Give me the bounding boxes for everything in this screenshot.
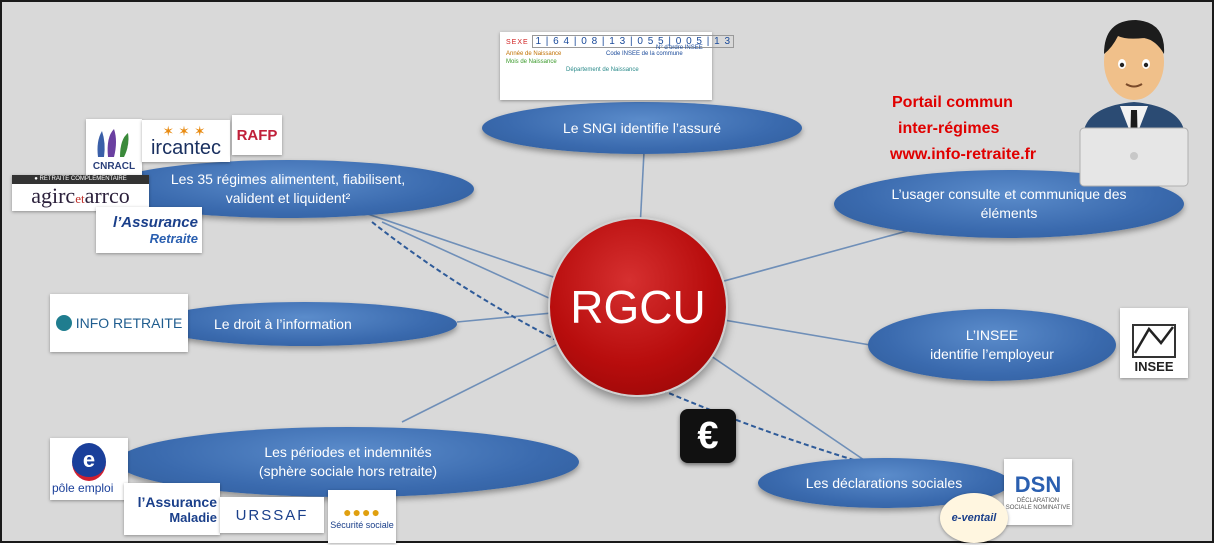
hub-rgcu: RGCU: [548, 217, 728, 397]
nir-legend-month: Mois de Naissance: [506, 59, 557, 65]
logo-agirc-banner: ● RETRAITE COMPLÉMENTAIRE: [12, 175, 149, 184]
logo-securite-sociale-label: Sécurité sociale: [330, 519, 394, 530]
pole-emploi-e-icon: e: [72, 443, 106, 481]
logo-info-retraite-label: INFO RETRAITE: [75, 315, 183, 331]
node-sngi-label: Le SNGI identifie l’assuré: [563, 119, 721, 136]
node-droit: Le droit à l’information: [152, 302, 457, 346]
node-usager-label-1: L’usager consulte et communique des: [891, 186, 1127, 203]
logo-ircantec: ✶✶✶ ircantec: [142, 120, 230, 162]
logo-dsn-label: DSN: [1014, 472, 1062, 497]
node-periodes: Les périodes et indemnités (sphère socia…: [117, 427, 579, 497]
cnracl-figures-icon: [97, 128, 129, 157]
logo-assurance-retraite: l’Assurance Retraite: [96, 207, 202, 253]
node-insee-label-2: identifie l’employeur: [930, 346, 1054, 362]
node-insee-label-1: L’INSEE: [965, 327, 1019, 344]
logo-dsn-caption: DÉCLARATION SOCIALE NOMINATIVE: [1005, 498, 1071, 511]
nir-digits: 1 | 6 4 | 0 8 | 1 3 | 0 5 5 | 0 0 5 | 1 …: [532, 35, 735, 48]
node-declarations-label: Les déclarations sociales: [805, 474, 963, 491]
logo-pole-emploi: e pôle emploi: [50, 438, 128, 500]
logo-eventail: e-ventail: [940, 493, 1008, 543]
nir-sexe-label: SEXE: [506, 39, 529, 46]
node-droit-label: Le droit à l’information: [214, 315, 352, 332]
ircantec-stars-icon: ✶✶✶: [162, 123, 210, 139]
nir-legend-order: N° d’ordre INSEE: [656, 45, 703, 51]
logo-eventail-label: e-ventail: [951, 512, 997, 524]
portal-line-1: Portail commun: [892, 94, 1013, 111]
euro-symbol: €: [697, 414, 719, 457]
euro-icon: €: [680, 409, 736, 463]
nir-legend-department: Département de Naissance: [566, 67, 639, 73]
logo-insee: INSEE: [1120, 308, 1188, 378]
logo-arrco-label: arrco: [84, 183, 130, 208]
logo-cnracl: CNRACL: [86, 119, 142, 179]
node-usager-label-2: éléments: [980, 205, 1038, 221]
nir-card: SEXE 1 | 6 4 | 0 8 | 1 3 | 0 5 5 | 0 0 5…: [500, 32, 735, 100]
logo-dsn: DSN DÉCLARATION SOCIALE NOMINATIVE: [1004, 459, 1072, 525]
nir-legend-commune: Code INSEE de la commune: [606, 51, 683, 57]
portal-line-3: www.info-retraite.fr: [890, 146, 1037, 163]
logo-urssaf-label: URSSAF: [235, 506, 309, 524]
node-regimes-label-2: valident et liquident²: [225, 190, 351, 206]
nir-legend-year: Année de Naissance: [506, 51, 562, 57]
logo-insee-label: INSEE: [1134, 359, 1174, 374]
logo-info-retraite: INFO RETRAITE: [50, 294, 188, 352]
node-periodes-label-1: Les périodes et indemnités: [264, 444, 432, 461]
logo-cnracl-label: CNRACL: [92, 160, 136, 172]
logo-rafp: RAFP: [232, 115, 282, 155]
node-insee: L’INSEE identifie l’employeur: [868, 309, 1116, 381]
logo-securite-sociale: ●●●● Sécurité sociale: [328, 490, 396, 543]
logo-assurance-maladie-label-1: l’Assurance: [137, 493, 217, 510]
logo-assurance-maladie: l’Assurance Maladie: [124, 483, 220, 535]
logo-assurance-retraite-label-2: Retraite: [149, 231, 198, 246]
logo-et-label: et: [75, 191, 85, 206]
logo-assurance-retraite-label-1: l’Assurance: [112, 214, 198, 231]
logo-assurance-maladie-label-2: Maladie: [169, 509, 217, 525]
info-retraite-circle-icon: [55, 315, 72, 331]
logo-pole-emploi-label: pôle emploi: [52, 481, 114, 495]
insee-curve-icon: [1132, 324, 1176, 358]
logo-agirc-arrco: ● RETRAITE COMPLÉMENTAIRE agircetarrco: [12, 175, 149, 211]
logo-rafp-label: RAFP: [236, 126, 278, 144]
logo-ircantec-label: ircantec: [150, 137, 222, 159]
logo-agirc-label: agirc: [31, 183, 76, 208]
node-regimes-label-1: Les 35 régimes alimentent, fiabilisent,: [170, 171, 406, 188]
portal-caption: Portail commun inter-régimes www.info-re…: [886, 90, 1036, 168]
node-sngi: Le SNGI identifie l’assuré: [482, 102, 802, 154]
portal-line-2: inter-régimes: [898, 120, 1000, 137]
user-laptop-illustration: [1079, 20, 1189, 187]
node-periodes-label-2: (sphère sociale hors retraite): [258, 463, 438, 479]
logo-urssaf: URSSAF: [220, 497, 324, 533]
hub-rgcu-label: RGCU: [570, 281, 706, 333]
securite-sociale-people-icon: ●●●●: [343, 503, 381, 520]
